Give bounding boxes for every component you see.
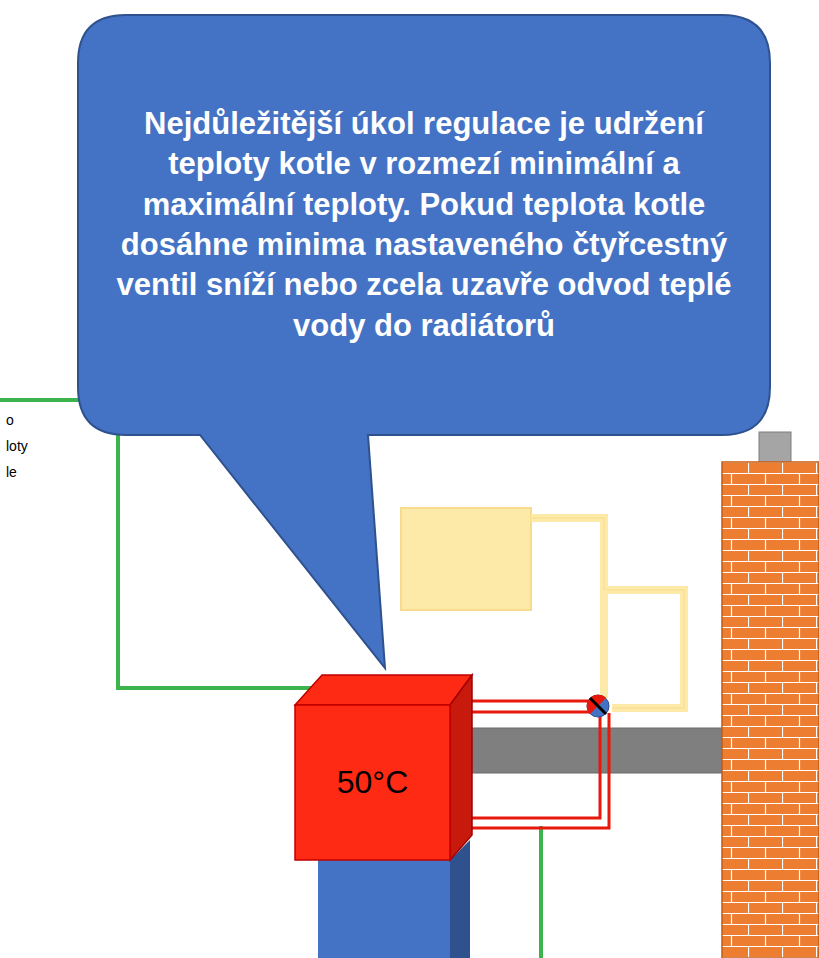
flue-pipe — [468, 728, 726, 773]
boiler-front: 50°C — [295, 705, 450, 860]
four-way-valve — [587, 695, 609, 717]
temperature-reading: 50°C — [337, 763, 409, 801]
cut-label: o — [6, 412, 14, 428]
cut-label: loty — [6, 438, 28, 454]
cut-label: le — [6, 464, 17, 480]
callout-bubble: Nejdůležitější úkol regulace je udržení … — [78, 15, 770, 435]
boiler — [295, 675, 472, 958]
callout-text: Nejdůležitější úkol regulace je udržení … — [100, 104, 748, 346]
callout-shape — [78, 15, 770, 668]
control-wire — [539, 826, 543, 958]
boiler-pipes — [450, 701, 609, 828]
chimney — [722, 432, 819, 958]
